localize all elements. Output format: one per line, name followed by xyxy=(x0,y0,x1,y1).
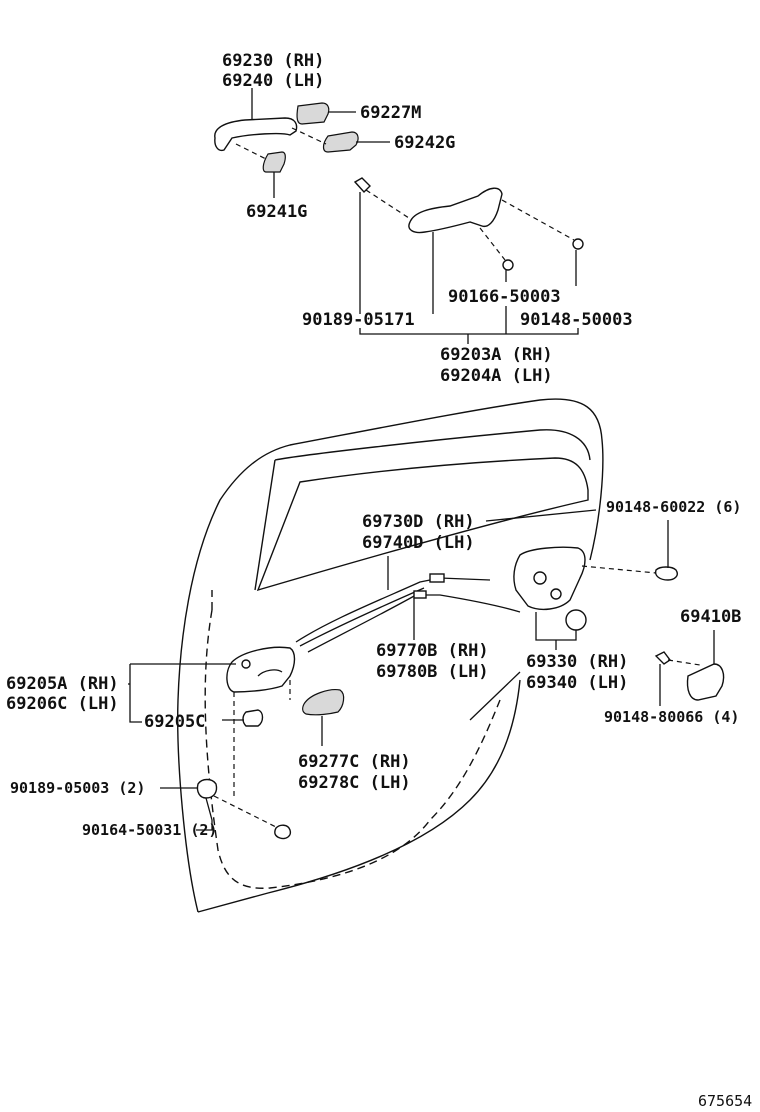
labels: 69230 (RH) 69240 (LH) 69227M 69242G 6924… xyxy=(6,51,752,1110)
label-cable-upper-lh: 69740D (LH) xyxy=(362,533,475,553)
figure-number: 675654 xyxy=(698,1092,752,1110)
label-cable-lower-rh: 69770B (RH) xyxy=(376,641,489,661)
label-screw-90148-50003: 90148-50003 xyxy=(520,310,633,330)
inner-handle-assembly xyxy=(128,646,345,840)
label-cable-upper-rh: 69730D (RH) xyxy=(362,512,475,532)
label-screw-90148-80066: 90148-80066 (4) xyxy=(604,708,739,726)
door-lock xyxy=(513,546,586,611)
label-inner-handle-rh: 69205A (RH) xyxy=(6,674,119,694)
label-frame-lh: 69204A (LH) xyxy=(440,366,553,386)
inner-handle-cap xyxy=(242,709,264,727)
lock-cap xyxy=(565,609,587,631)
screw-90166 xyxy=(502,259,514,271)
label-lock-lh: 69340 (LH) xyxy=(526,673,628,693)
clip-90189-05003 xyxy=(196,778,218,799)
handle-pad-front xyxy=(262,151,286,173)
label-inner-cover-rh: 69277C (RH) xyxy=(298,752,411,772)
cable-upper xyxy=(295,577,491,643)
bolt-90189-05171 xyxy=(353,177,371,194)
screw-90148-50003 xyxy=(572,238,584,250)
label-handle-pad-rear: 69242G xyxy=(394,133,455,153)
handle-frame xyxy=(408,187,503,234)
label-lock-rh: 69330 (RH) xyxy=(526,652,628,672)
screw-90148-60022 xyxy=(654,566,678,581)
striker xyxy=(686,663,725,701)
label-handle-pad-front: 69241G xyxy=(246,202,307,222)
label-clip-90189-05003: 90189-05003 (2) xyxy=(10,779,145,797)
label-cable-lower-lh: 69780B (LH) xyxy=(376,662,489,682)
label-outer-handle-lh: 69240 (LH) xyxy=(222,71,324,91)
label-inner-handle-lh: 69206C (LH) xyxy=(6,694,119,714)
rear-door-outline xyxy=(177,398,604,913)
outer-handle xyxy=(214,117,298,152)
label-screw-90164: 90164-50031 (2) xyxy=(82,821,217,839)
screw-90148-80066 xyxy=(654,651,672,665)
cable-lock-assembly xyxy=(295,509,678,721)
handle-pad-rear xyxy=(322,131,359,153)
screw-90164 xyxy=(274,824,292,840)
inner-cover xyxy=(302,689,345,716)
inner-handle xyxy=(226,646,296,693)
label-screw-90166: 90166-50003 xyxy=(448,287,561,307)
label-striker: 69410B xyxy=(680,607,741,627)
label-inner-handle-cap: 69205C xyxy=(144,712,205,732)
label-handle-cover: 69227M xyxy=(360,103,421,123)
handle-frame-assembly xyxy=(353,177,584,344)
label-bolt-90189-05171: 90189-05171 xyxy=(302,310,415,330)
outer-handle-assembly xyxy=(214,88,390,198)
label-outer-handle-rh: 69230 (RH) xyxy=(222,51,324,71)
striker-assembly xyxy=(654,630,725,706)
label-frame-rh: 69203A (RH) xyxy=(440,345,553,365)
handle-cover xyxy=(296,102,330,125)
label-screw-90148-60022: 90148-60022 (6) xyxy=(606,498,741,516)
label-inner-cover-lh: 69278C (LH) xyxy=(298,773,411,793)
